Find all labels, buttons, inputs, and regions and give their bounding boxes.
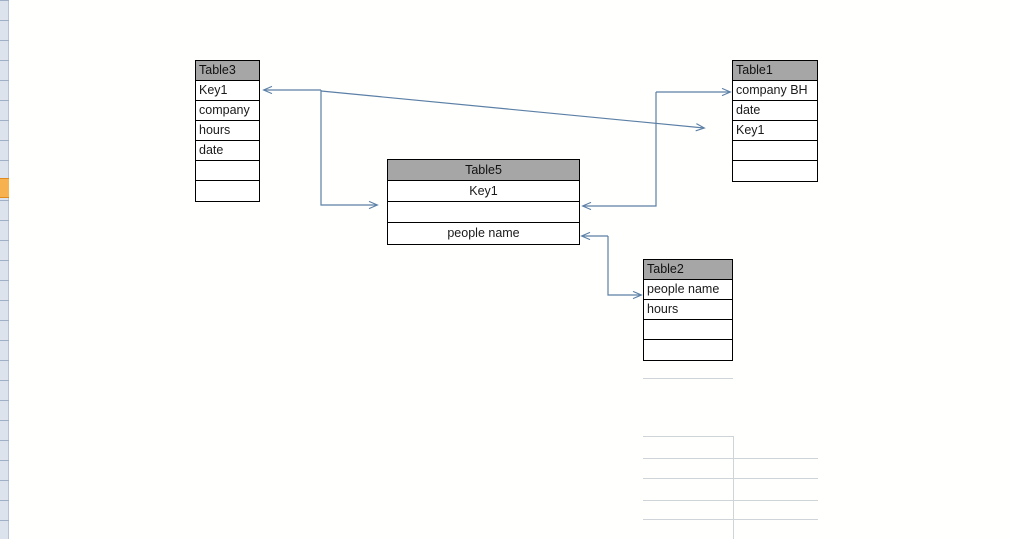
table-field-row[interactable]: company BH	[733, 81, 817, 101]
row-gutter-divider	[0, 360, 9, 361]
row-gutter-divider	[0, 160, 9, 161]
table-field-row[interactable]: date	[733, 101, 817, 121]
table-field-row[interactable]: people name	[644, 280, 732, 300]
row-gutter-divider	[0, 520, 9, 521]
table-title-table2: Table2	[644, 260, 732, 280]
table-title-table5: Table5	[388, 160, 579, 181]
row-gutter-divider	[0, 200, 9, 201]
row-gutter-divider	[0, 320, 9, 321]
row-gutter-divider	[0, 20, 9, 21]
table-field-row[interactable]: Key1	[388, 181, 579, 202]
row-gutter-divider	[0, 100, 9, 101]
row-gutter-divider	[0, 380, 9, 381]
row-gutter-divider	[0, 80, 9, 81]
ghost-grid-line	[643, 500, 818, 501]
selected-row-header[interactable]	[0, 178, 9, 198]
table-empty-row[interactable]	[733, 141, 817, 161]
row-gutter-divider	[0, 280, 9, 281]
ghost-grid-line	[643, 458, 818, 459]
table-empty-row[interactable]	[196, 181, 259, 201]
table-field-row[interactable]: people name	[447, 226, 520, 241]
table-title-table3: Table3	[196, 61, 259, 81]
row-gutter-divider	[0, 140, 9, 141]
table-empty-row[interactable]	[644, 320, 732, 340]
row-gutter-divider	[0, 400, 9, 401]
row-gutter-divider	[0, 120, 9, 121]
row-gutter-divider	[0, 340, 9, 341]
table-empty-row[interactable]	[644, 340, 732, 360]
row-gutter-divider	[0, 420, 9, 421]
row-gutter-divider	[0, 440, 9, 441]
row-gutter-divider	[0, 500, 9, 501]
sheet-background	[10, 0, 1011, 539]
ghost-grid-line	[643, 378, 733, 379]
row-gutter[interactable]	[0, 0, 9, 539]
row-gutter-divider	[0, 60, 9, 61]
table-field-row[interactable]: hours	[644, 300, 732, 320]
table-empty-row[interactable]	[733, 161, 817, 181]
row-gutter-divider	[0, 460, 9, 461]
ghost-grid-line	[643, 519, 818, 520]
table-title-table1: Table1	[733, 61, 817, 81]
table-empty-row[interactable]	[388, 202, 579, 223]
ghost-grid-line	[643, 478, 818, 479]
row-gutter-divider	[0, 220, 9, 221]
ghost-grid-line	[643, 436, 733, 437]
table-field-row[interactable]: hours	[196, 121, 259, 141]
row-gutter-divider	[0, 260, 9, 261]
ghost-grid-line	[733, 436, 734, 539]
row-gutter-divider	[0, 240, 9, 241]
table-field-row[interactable]: Key1	[733, 121, 817, 141]
table-field-row[interactable]: date	[196, 141, 259, 161]
row-gutter-divider	[0, 0, 9, 1]
table-field-row[interactable]: company	[196, 101, 259, 121]
table-empty-row[interactable]	[196, 161, 259, 181]
row-gutter-divider	[0, 300, 9, 301]
row-gutter-divider	[0, 40, 9, 41]
table-field-row[interactable]: Key1	[196, 81, 259, 101]
row-gutter-divider	[0, 480, 9, 481]
